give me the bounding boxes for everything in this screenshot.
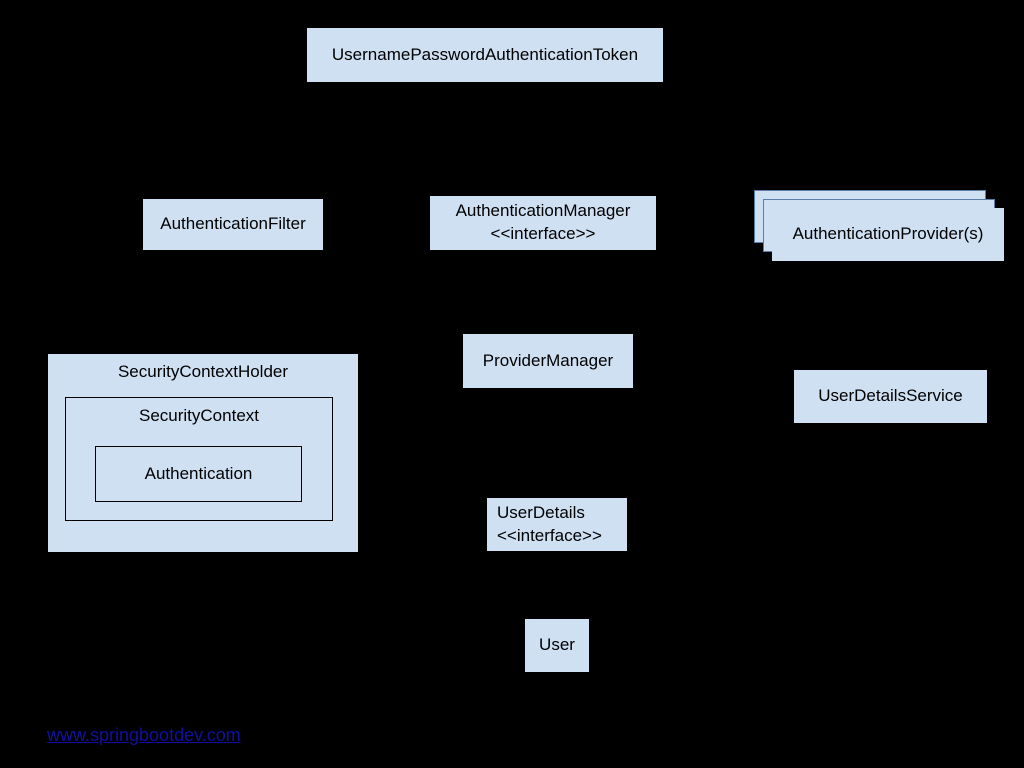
node-label: SecurityContext [139,406,259,425]
node-authentication-providers[interactable]: AuthenticationProvider(s) [772,208,1004,261]
node-label: UserDetailsService [818,386,963,406]
node-username-password-authentication-token[interactable]: UsernamePasswordAuthenticationToken [307,28,663,82]
node-user-details-service[interactable]: UserDetailsService [794,370,987,423]
node-user-details[interactable]: UserDetails <<interface>> [487,498,627,551]
node-label: UserDetails <<interface>> [497,502,602,545]
node-provider-manager[interactable]: ProviderManager [463,334,633,388]
node-label: SecurityContextHolder [117,362,289,381]
node-authentication[interactable]: Authentication [95,446,302,502]
node-user[interactable]: User [525,619,589,672]
footer-website-link[interactable]: www.springbootdev.com [47,725,241,745]
node-label: ProviderManager [482,350,614,370]
node-label: AuthenticationProvider(s) [792,224,984,244]
node-label: AuthenticationFilter [160,214,306,234]
node-label: User [539,635,575,655]
node-label: AuthenticationManager <<interface>> [455,201,631,243]
node-label: UsernamePasswordAuthenticationToken [331,44,639,64]
node-authentication-filter[interactable]: AuthenticationFilter [143,199,323,250]
node-label: Authentication [144,463,253,483]
node-authentication-manager[interactable]: AuthenticationManager <<interface>> [430,196,656,250]
